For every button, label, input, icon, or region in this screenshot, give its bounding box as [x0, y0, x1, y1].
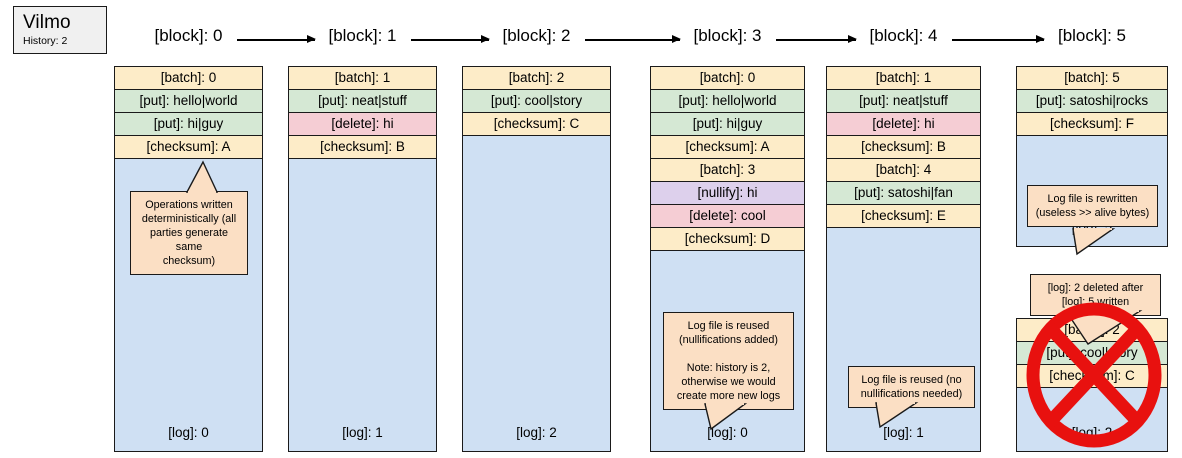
block-arrow-1-to-2 — [410, 35, 490, 45]
log-entry-nullify: [nullify]: hi — [651, 182, 804, 205]
block-arrow-4-to-5 — [951, 35, 1045, 45]
log-entry-batch: [batch]: 4 — [827, 159, 980, 182]
log-entry-checksum: [checksum]: D — [651, 228, 804, 251]
callout-tail — [875, 402, 919, 430]
log-entry-batch: [batch]: 1 — [289, 67, 436, 90]
block-label-5: [block]: 5 — [1057, 26, 1127, 45]
log-file-label: [log]: 2 — [516, 425, 557, 440]
log-entry-batch: [batch]: 3 — [651, 159, 804, 182]
callout-tail — [185, 160, 219, 194]
log-file-label: [log]: 1 — [342, 425, 383, 440]
callout-log-0-reused: Log file is reused (nullifications added… — [663, 312, 794, 431]
log-file-label: [log]: 1 — [883, 425, 924, 440]
log-entry-put: [put]: satoshi|rocks — [1017, 90, 1167, 113]
log-entry-put: [put]: cool|story — [463, 90, 610, 113]
block-label-4: [block]: 4 — [869, 26, 938, 45]
log-entry-checksum: [checksum]: A — [651, 136, 804, 159]
log-entry-batch: [batch]: 5 — [1017, 67, 1167, 90]
log-entry-put: [put]: hi|guy — [115, 113, 262, 136]
block-label-0: [block]: 0 — [154, 26, 223, 45]
log-entry-delete: [delete]: hi — [827, 113, 980, 136]
callout-text: Operations written deterministically (al… — [130, 191, 248, 275]
log-column-log-2: [batch]: 2[put]: cool|story[checksum]: C… — [462, 66, 611, 452]
app-history-label: History: 2 — [23, 35, 68, 47]
log-entry-checksum: [checksum]: C — [463, 113, 610, 136]
log-entry-put: [put]: hi|guy — [651, 113, 804, 136]
log-entry-checksum: [checksum]: A — [115, 136, 262, 159]
callout-log-5: Log file is rewritten (useless >> alive … — [1027, 185, 1158, 256]
callout-tail — [704, 403, 748, 432]
log-entry-checksum: [checksum]: B — [289, 136, 436, 159]
log-entry-delete: [delete]: hi — [289, 113, 436, 136]
log-entry-checksum: [checksum]: E — [827, 205, 980, 228]
block-arrow-0-to-1 — [236, 35, 316, 45]
callout-log-0: Operations written deterministically (al… — [130, 160, 248, 275]
callout-tail — [1072, 228, 1116, 257]
log-entry-batch: [batch]: 0 — [651, 67, 804, 90]
block-arrow-3-to-4 — [775, 35, 857, 45]
log-entry-put: [put]: hello|world — [651, 90, 804, 113]
block-label-1: [block]: 1 — [328, 26, 397, 45]
log-entry-checksum: [checksum]: F — [1017, 113, 1167, 136]
log-file-label: [log]: 0 — [707, 425, 748, 440]
callout-text: Log file is rewritten (useless >> alive … — [1027, 185, 1158, 227]
log-file-label: [log]: 0 — [168, 425, 209, 440]
callout-text: Log file is reused (nullifications added… — [663, 312, 794, 410]
callout-text: Log file is reused (no nullifications ne… — [848, 366, 975, 408]
log-entry-put: [put]: neat|stuff — [289, 90, 436, 113]
log-entry-batch: [batch]: 2 — [463, 67, 610, 90]
log-entry-put: [put]: hello|world — [115, 90, 262, 113]
block-label-3: [block]: 3 — [693, 26, 762, 45]
block-label-2: [block]: 2 — [502, 26, 571, 45]
log-entry-put: [put]: satoshi|fan — [827, 182, 980, 205]
app-title-card: Vilmo History: 2 — [13, 6, 107, 54]
log-entry-checksum: [checksum]: B — [827, 136, 980, 159]
app-name: Vilmo — [23, 12, 71, 33]
log-entry-delete: [delete]: cool — [651, 205, 804, 228]
deleted-crossout-icon — [1024, 300, 1164, 450]
log-entry-batch: [batch]: 0 — [115, 67, 262, 90]
log-column-log-1: [batch]: 1[put]: neat|stuff[delete]: hi[… — [288, 66, 437, 452]
log-entry-put: [put]: neat|stuff — [827, 90, 980, 113]
block-arrow-2-to-3 — [584, 35, 681, 45]
callout-log-1-reused: Log file is reused (no nullifications ne… — [848, 366, 975, 429]
log-entry-batch: [batch]: 1 — [827, 67, 980, 90]
